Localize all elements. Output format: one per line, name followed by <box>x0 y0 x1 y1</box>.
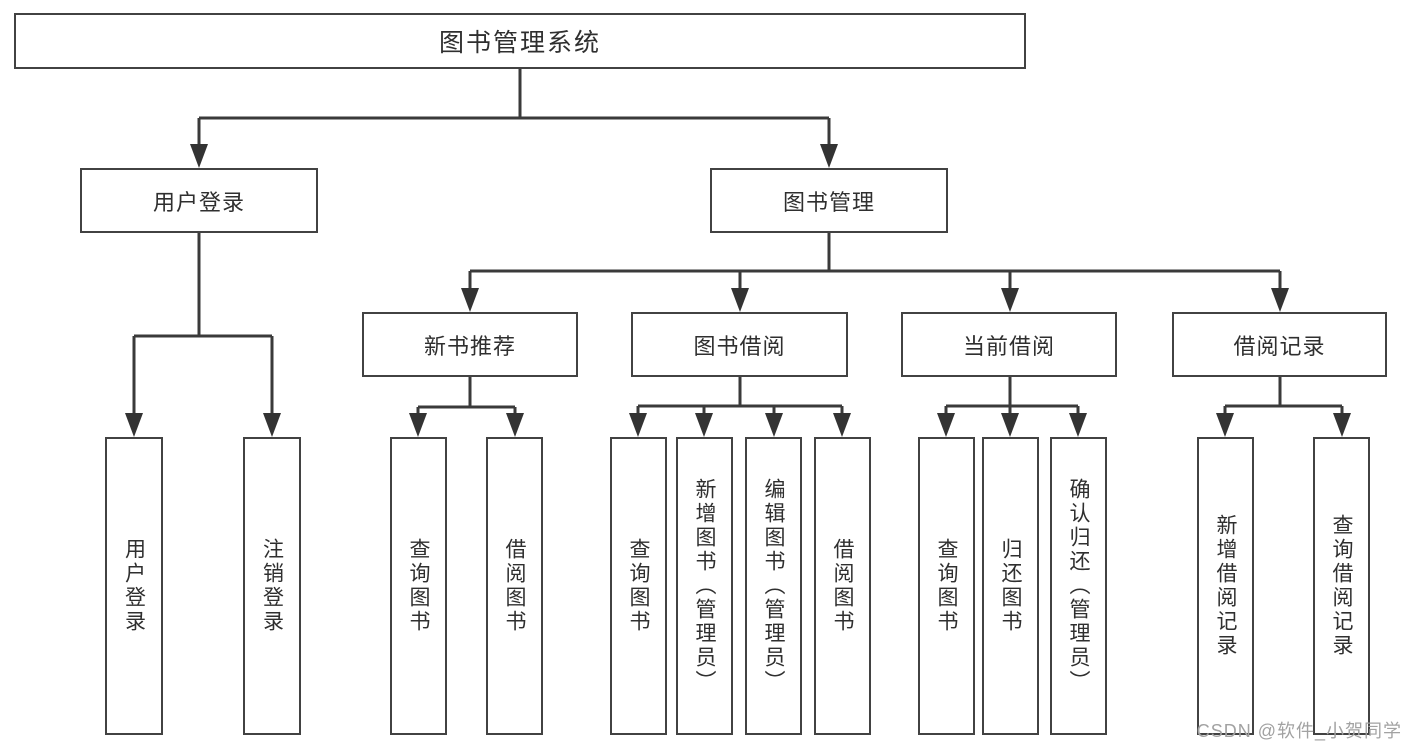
leaf-return-books: 归还图书 <box>982 437 1039 735</box>
leaf-logout: 注销登录 <box>243 437 301 735</box>
arrowhead <box>1271 288 1289 312</box>
leaf-add-borrow-record: 新增借阅记录 <box>1197 437 1254 735</box>
node-book-management: 图书管理 <box>710 168 948 233</box>
node-label: 归还图书 <box>999 538 1022 634</box>
node-label: 新增借阅记录 <box>1214 514 1237 658</box>
edge-bookmgmt-to-level3 <box>468 233 1282 290</box>
arrowhead <box>1069 413 1087 437</box>
leaf-edit-books-admin: 编辑图书（管理员） <box>745 437 802 735</box>
node-label: 用户登录 <box>122 538 146 634</box>
arrowhead <box>765 413 783 437</box>
edge-bookborrow-to-leaves <box>636 377 844 416</box>
arrowhead <box>833 413 851 437</box>
leaf-user-login: 用户登录 <box>105 437 163 735</box>
node-label: 查询图书 <box>627 538 650 634</box>
node-label: 借阅图书 <box>503 538 526 634</box>
arrowhead <box>1001 288 1019 312</box>
arrowhead <box>125 413 143 437</box>
arrowheads <box>125 144 1351 437</box>
node-label: 编辑图书（管理员） <box>762 478 785 694</box>
node-label: 用户登录 <box>152 189 245 215</box>
node-book-borrowing: 图书借阅 <box>631 312 848 377</box>
arrowhead <box>409 413 427 437</box>
arrowhead <box>263 413 281 437</box>
node-label: 查询借阅记录 <box>1330 514 1353 658</box>
leaf-query-borrow-record: 查询借阅记录 <box>1313 437 1370 735</box>
leaf-borrow-books: 借阅图书 <box>814 437 871 735</box>
node-label: 图书借阅 <box>693 333 786 359</box>
node-library-system: 图书管理系统 <box>14 13 1026 69</box>
node-label: 借阅图书 <box>831 538 854 634</box>
leaf-add-books-admin: 新增图书（管理员） <box>676 437 733 735</box>
edge-userlogin-to-leaves <box>132 233 274 415</box>
node-current-borrowing: 当前借阅 <box>901 312 1117 377</box>
arrowhead <box>695 413 713 437</box>
leaf-confirm-return-admin: 确认归还（管理员） <box>1050 437 1107 735</box>
node-label: 查询图书 <box>935 538 958 634</box>
node-label: 借阅记录 <box>1233 333 1326 359</box>
arrowhead <box>731 288 749 312</box>
node-new-book-recommend: 新书推荐 <box>362 312 578 377</box>
leaf-borrow-books-recommend: 借阅图书 <box>486 437 543 735</box>
node-label: 注销登录 <box>260 538 284 634</box>
edge-newbooks-to-leaves <box>416 377 517 416</box>
node-label: 新书推荐 <box>423 333 516 359</box>
arrowhead <box>1001 413 1019 437</box>
arrowhead <box>1216 413 1234 437</box>
node-label: 图书管理 <box>782 189 875 215</box>
node-label: 当前借阅 <box>962 333 1055 359</box>
arrowhead <box>937 413 955 437</box>
arrowhead <box>506 413 524 437</box>
arrowhead <box>461 288 479 312</box>
node-label: 查询图书 <box>407 538 430 634</box>
node-user-login: 用户登录 <box>80 168 318 233</box>
node-label: 新增图书（管理员） <box>693 478 716 694</box>
arrowhead <box>629 413 647 437</box>
node-label: 确认归还（管理员） <box>1067 478 1090 694</box>
arrowhead <box>1333 413 1351 437</box>
arrowhead <box>820 144 838 168</box>
node-label: 图书管理系统 <box>438 29 601 57</box>
csdn-watermark: CSDN @软件_小贺同学 <box>1196 721 1402 741</box>
edge-records-to-leaves <box>1223 377 1344 416</box>
node-borrowing-records: 借阅记录 <box>1172 312 1387 377</box>
arrowhead <box>190 144 208 168</box>
leaf-query-books-recommend: 查询图书 <box>390 437 447 735</box>
leaf-query-books-borrow: 查询图书 <box>610 437 667 735</box>
edge-root-to-level2 <box>197 69 831 146</box>
leaf-query-books-current: 查询图书 <box>918 437 975 735</box>
edge-currentborrow-to-leaves <box>944 377 1080 416</box>
